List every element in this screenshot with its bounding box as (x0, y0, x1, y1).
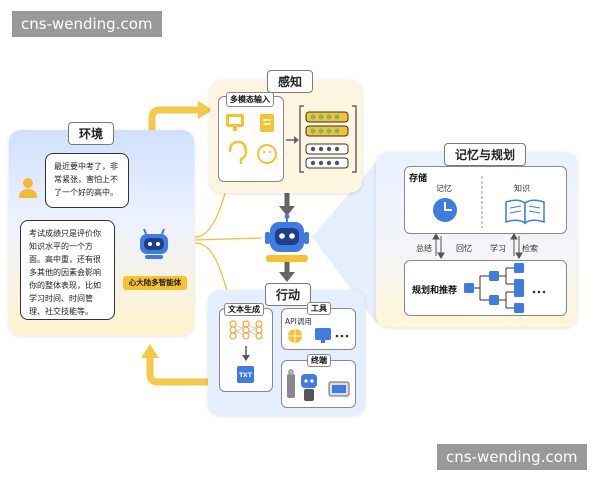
book-icon (505, 199, 545, 225)
text-generation-label: 文本生成 (224, 303, 264, 316)
multimodal-input-box (218, 96, 284, 182)
memory-planning-title: 记忆与规划 (444, 143, 527, 166)
arrow-label-summarize: 总结 (416, 244, 432, 253)
document-icon (260, 114, 274, 132)
person-icon (19, 178, 37, 198)
agent-robot-icon (140, 228, 168, 259)
user-speech-bubble: 最近要中考了，非常紧张，害怕上不了一个好的高中。 (45, 153, 129, 208)
planning-box (404, 260, 567, 316)
api-tool-icons (288, 328, 349, 343)
clock-icon (433, 198, 457, 222)
planning-label: 规划和推荐 (412, 286, 458, 296)
arrow-label-retrieve: 检索 (522, 244, 538, 253)
central-robot-icon (265, 214, 309, 262)
neural-network-icon (229, 320, 263, 383)
watermark-bottom: cns-wending.com (437, 444, 587, 470)
arrow-label-learn: 学习 (490, 244, 506, 253)
environment-title: 环境 (68, 122, 115, 145)
arrow-action-to-env (146, 355, 208, 386)
knowledge-label: 知识 (514, 184, 530, 193)
agent-speech-bubble: 考试成绩只是评价你知识水平的一个方面。高中重，还有很多其他的因素会影响你的整体表… (20, 220, 115, 320)
arrow-label-recall: 回忆 (456, 244, 472, 253)
memory-flow-arrows (432, 234, 523, 259)
tools-label: 工具 (307, 302, 331, 315)
arrow-env-to-perception (148, 106, 200, 140)
multimodal-icons (226, 114, 277, 164)
terminal-devices-icon (287, 369, 350, 401)
monitor-icon (226, 114, 244, 131)
terminal-label: 终端 (307, 354, 331, 367)
robot-device-icon (287, 374, 295, 398)
face-icon (257, 144, 277, 164)
ear-icon (228, 140, 248, 164)
txt-icon: TXT (239, 372, 252, 379)
token-encoding-graphic (286, 105, 357, 173)
agent-label: 心大陆多智能体 (123, 276, 187, 290)
watermark-top: cns-wending.com (12, 11, 162, 37)
storage-box (404, 166, 567, 234)
memory-label: 记忆 (436, 184, 452, 193)
api-call-label: API调用 (285, 317, 312, 326)
screen-icon (315, 328, 331, 340)
multimodal-input-label: 多模态输入 (226, 92, 274, 107)
storage-label: 存储 (409, 174, 428, 184)
perception-title: 感知 (267, 70, 314, 93)
storage-icons (433, 176, 545, 228)
action-title: 行动 (265, 283, 312, 306)
planning-tree-icon (464, 263, 546, 313)
